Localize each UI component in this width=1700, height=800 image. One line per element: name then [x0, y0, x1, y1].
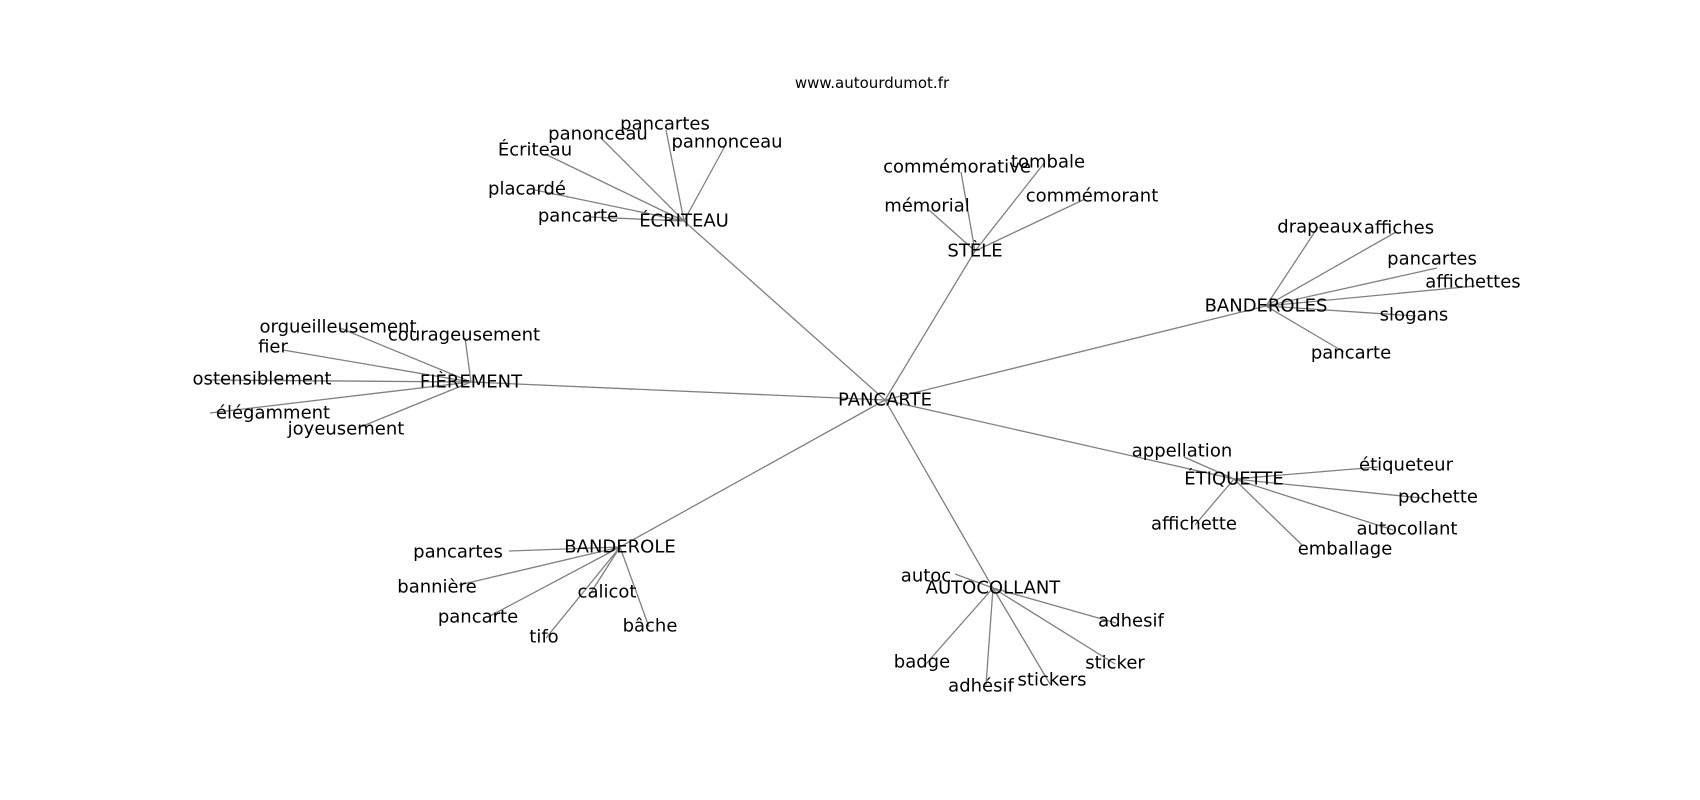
edge-ecriteau-pancartes: [665, 129, 685, 222]
edge-etiquette-etiqueteur: [1233, 466, 1379, 480]
hub-node-autocollant: AUTOCOLLANT: [926, 578, 1062, 599]
edge-layer: [209, 129, 1476, 686]
leaf-node-ecriteau-panonceau: panonceau: [548, 124, 648, 145]
edge-ecriteau-pannonceau: [683, 145, 726, 222]
edge-center-stele: [884, 250, 976, 401]
leaf-node-etiquette-autocollant: autocollant: [1357, 519, 1458, 540]
edge-autocollant-badge: [924, 587, 994, 666]
leaf-node-ecriteau-pannonceau: pannonceau: [671, 132, 782, 153]
leaf-node-banderoles-pancartes: pancartes: [1387, 249, 1477, 270]
edge-center-autocollant: [884, 399, 994, 589]
leaf-node-stele-commemorative: commémorative: [883, 157, 1031, 178]
leaf-node-fierement-fier: fier: [258, 337, 288, 358]
leaf-node-etiquette-pochette: pochette: [1398, 487, 1478, 508]
edge-center-ecriteau: [683, 220, 886, 401]
edge-banderole-tifo: [545, 546, 621, 639]
edge-fierement-elegamment: [209, 381, 472, 414]
edge-banderoles-affiches: [1265, 231, 1397, 307]
edge-autocollant-adhesif: [992, 587, 1117, 624]
edge-autocollant-stickers: [992, 587, 1051, 685]
leaf-node-stele-tombale: tombale: [1011, 152, 1085, 173]
edge-fierement-fier: [282, 349, 472, 383]
edge-ecriteau-pancarte: [589, 216, 685, 222]
edge-banderole-banniere: [458, 546, 621, 586]
leaf-node-autocollant-sticker: sticker: [1085, 653, 1145, 674]
edge-ecriteau-ecriteau: [544, 153, 685, 222]
leaf-node-fierement-elegamment: élégamment: [216, 403, 330, 424]
leaf-node-banderole-tifo: tifo: [529, 627, 558, 648]
leaf-node-etiquette-appellation: appellation: [1132, 441, 1232, 462]
edge-etiquette-appellation: [1183, 456, 1235, 480]
leaf-node-banderole-pancarte: pancarte: [438, 607, 518, 628]
edge-ecriteau-panonceau: [599, 136, 685, 222]
edge-stele-tombale: [974, 161, 1046, 252]
leaf-node-autocollant-adhesif: adhésif: [948, 676, 1014, 697]
center-node-label: PANCARTE: [838, 390, 932, 411]
leaf-node-fierement-ostensiblement: ostensiblement: [193, 369, 332, 390]
edge-etiquette-pochette: [1233, 478, 1423, 499]
edge-banderoles-pancarte: [1265, 305, 1345, 353]
edge-banderoles-drapeaux: [1265, 226, 1319, 307]
edge-banderole-calicot: [589, 546, 621, 595]
leaf-node-ecriteau-pancartes: pancartes: [620, 114, 710, 135]
leaf-node-etiquette-emballage: emballage: [1298, 539, 1393, 560]
leaf-node-ecriteau-pancarte: pancarte: [538, 206, 618, 227]
leaf-node-fierement-orgueilleusement: orgueilleusement: [259, 317, 416, 338]
edge-fierement-orgueilleusement: [339, 327, 472, 383]
edge-ecriteau-placarde: [534, 189, 685, 222]
site-title: www.autourdumot.fr: [795, 74, 950, 92]
leaf-node-ecriteau-placarde: placardé: [488, 179, 566, 200]
edge-banderoles-pancartes: [1265, 267, 1438, 307]
leaf-node-autocollant-autoc: autoc: [901, 566, 951, 587]
edge-autocollant-autoc: [954, 573, 994, 589]
leaf-node-autocollant-stickers: stickers: [1018, 670, 1087, 691]
hub-node-banderoles: BANDEROLES: [1205, 296, 1328, 317]
edge-fierement-ostensiblement: [209, 379, 472, 383]
edge-banderole-bache: [619, 546, 650, 628]
edge-center-fierement: [470, 381, 886, 401]
leaf-node-ecriteau-ecriteau: Écriteau: [498, 139, 572, 161]
leaf-node-autocollant-badge: badge: [894, 652, 950, 673]
edge-fierement-joyeusement: [357, 381, 472, 429]
edge-stele-commemorant: [974, 198, 1086, 252]
leaf-node-banderole-banniere: bannière: [397, 577, 476, 598]
edge-banderole-pancartes: [508, 546, 621, 552]
hub-node-ecriteau: ÉCRITEAU: [639, 210, 729, 232]
edge-etiquette-emballage: [1233, 478, 1303, 546]
leaf-node-banderoles-affichettes: affichettes: [1425, 272, 1520, 293]
leaf-node-banderoles-affiches: affiches: [1364, 218, 1434, 239]
edge-center-etiquette: [884, 399, 1235, 480]
edge-autocollant-adhesif: [985, 587, 994, 686]
leaf-node-banderole-calicot: calicot: [578, 582, 637, 603]
leaf-node-etiquette-etiqueteur: étiqueteur: [1359, 455, 1454, 476]
edge-banderoles-slogans: [1265, 305, 1417, 317]
edge-banderoles-affichettes: [1265, 285, 1476, 307]
edge-autocollant-sticker: [992, 587, 1116, 665]
hub-node-banderole: BANDEROLE: [564, 537, 675, 558]
edge-etiquette-autocollant: [1233, 478, 1394, 531]
edge-stele-commemorative: [960, 171, 976, 252]
leaf-node-etiquette-affichette: affichette: [1151, 514, 1237, 535]
leaf-node-autocollant-adhesif: adhesif: [1098, 611, 1164, 632]
edge-fierement-courageusement: [464, 337, 472, 383]
leaf-node-banderole-pancartes: pancartes: [413, 542, 503, 563]
leaf-node-stele-commemorant: commémorant: [1026, 186, 1159, 207]
leaf-node-stele-memorial: mémorial: [884, 196, 970, 217]
edge-etiquette-affichette: [1194, 478, 1235, 526]
hub-node-stele: STÈLE: [947, 240, 1002, 262]
edge-banderole-pancarte: [489, 546, 621, 617]
hub-node-fierement: FIÈREMENT: [420, 371, 523, 393]
edge-center-banderole: [619, 399, 886, 548]
leaf-node-fierement-courageusement: courageusement: [388, 325, 540, 346]
leaf-node-banderoles-slogans: slogans: [1380, 305, 1449, 326]
leaf-node-fierement-joyeusement: joyeusement: [287, 419, 405, 440]
edge-stele-memorial: [928, 209, 976, 252]
hub-node-etiquette: ÉTIQUETTE: [1184, 468, 1283, 490]
leaf-node-banderoles-pancarte: pancarte: [1311, 343, 1391, 364]
edge-center-banderoles: [884, 305, 1267, 401]
leaf-node-banderoles-drapeaux: drapeaux: [1277, 217, 1363, 238]
leaf-node-banderole-bache: bâche: [623, 616, 678, 637]
